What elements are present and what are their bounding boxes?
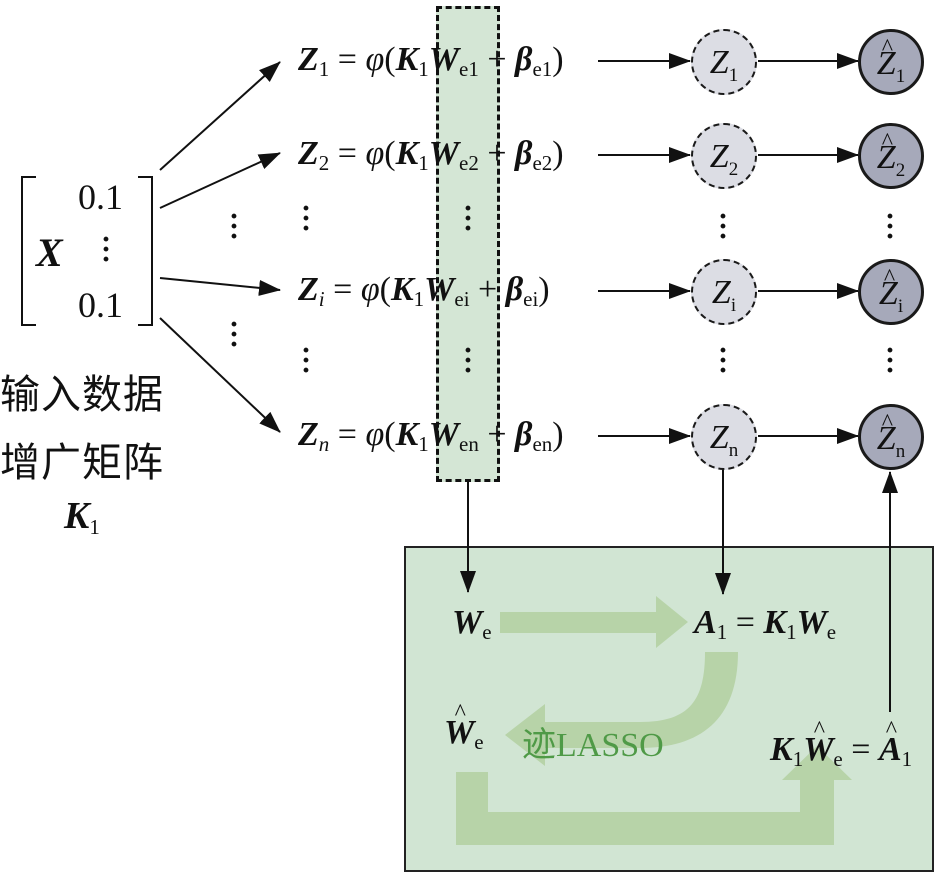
matrix-brackets xyxy=(21,176,153,326)
what-label: We xyxy=(444,716,484,753)
matrix-vertical-dots: ··· xyxy=(100,223,111,276)
equation-row-1: Z1 = φ(K1We1 + βe1) xyxy=(298,41,564,81)
input-caption-line1: 输入数据 xyxy=(0,372,164,418)
input-matrix-x: 0.1 X ··· 0.1 xyxy=(20,175,154,327)
output-equation: K1We = A1 xyxy=(770,733,912,770)
recon-node-1: Z1 xyxy=(858,29,924,95)
equation-row-2: Z2 = φ(K1We2 + βe2) xyxy=(298,135,564,175)
latent-node-i: Zi xyxy=(691,259,757,325)
recon-dots-upper: ··· xyxy=(884,200,895,253)
latent-dots-lower: ··· xyxy=(717,334,728,387)
fan-arrow-n xyxy=(159,317,281,433)
matrix-entry-bottom: 0.1 xyxy=(78,285,123,325)
eq-dots-upper: ··· xyxy=(300,192,311,245)
fan-arrow-1 xyxy=(159,61,281,171)
equation-row-3: Zi = φ(K1Wei + βei) xyxy=(298,271,550,311)
recon-node-i: Zi xyxy=(858,259,924,325)
input-caption-line2: 增广矩阵 xyxy=(0,440,164,486)
what-to-output-flow-arrow xyxy=(456,746,852,845)
a1-to-what-flow-arrow xyxy=(505,652,738,766)
column-dots-lower: ··· xyxy=(462,334,473,387)
fan-dots-upper: ··· xyxy=(228,200,239,253)
a1-equation: A1 = K1We xyxy=(694,604,837,644)
recon-node-2: Z2 xyxy=(858,123,924,189)
we-to-a1-flow-arrow xyxy=(500,596,688,648)
latent-node-1: Z1 xyxy=(691,29,757,95)
eq-dots-lower: ··· xyxy=(300,334,311,387)
equation-row-4: Zn = φ(K1Wen + βen) xyxy=(298,416,564,456)
fan-arrow-2 xyxy=(159,152,281,209)
input-caption-symbol: K1 xyxy=(64,495,100,539)
we-label: We xyxy=(452,604,492,644)
latent-dots-upper: ··· xyxy=(717,200,728,253)
recon-dots-lower: ··· xyxy=(884,334,895,387)
weight-column-highlight xyxy=(436,6,500,482)
matrix-symbol-x: X xyxy=(36,230,63,275)
fan-dots-lower: ··· xyxy=(228,308,239,361)
latent-node-n: Zn xyxy=(691,404,757,470)
matrix-entry-top: 0.1 xyxy=(78,177,123,217)
recon-node-n: Zn xyxy=(858,404,924,470)
column-dots-upper: ··· xyxy=(462,192,473,245)
latent-node-2: Z2 xyxy=(691,123,757,189)
fan-arrow-i xyxy=(159,277,281,296)
trace-lasso-label: 迹LASSO xyxy=(522,727,664,764)
